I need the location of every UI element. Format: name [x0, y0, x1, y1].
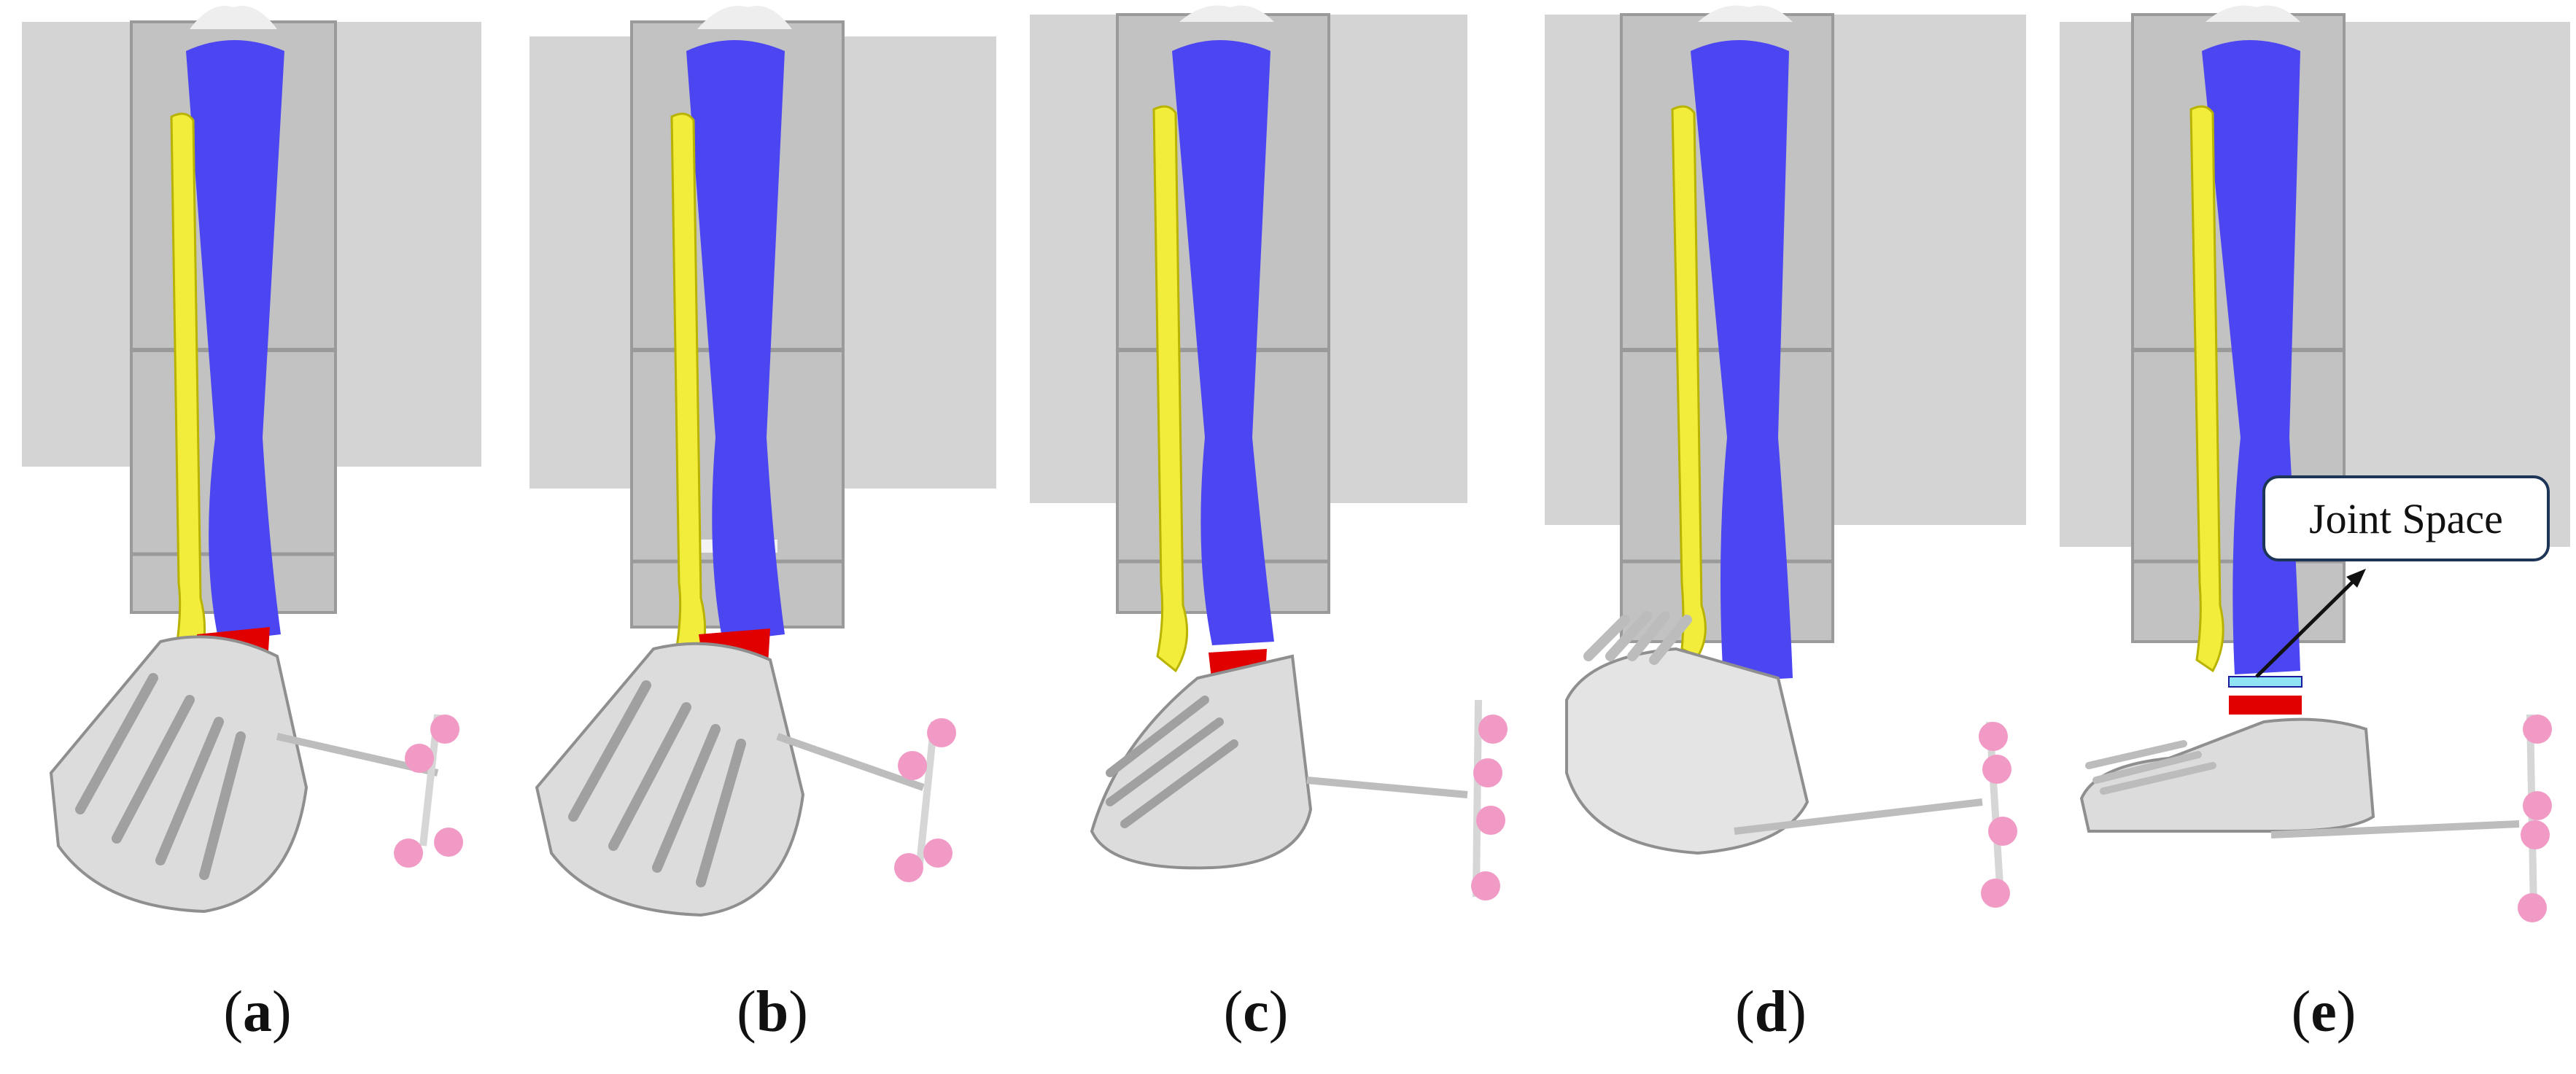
- caption-d: (d): [1735, 980, 1807, 1044]
- ankle-model-a: [22, 6, 481, 914]
- caption-b: (b): [737, 980, 808, 1044]
- caption-e: (e): [2291, 980, 2356, 1044]
- ankle-model-d: [1545, 5, 2026, 908]
- panel-a: (a): [0, 0, 515, 1074]
- caption-a: (a): [223, 980, 292, 1044]
- joint-space-callout: Joint Space: [2262, 475, 2550, 561]
- panel-c: (c): [1030, 0, 1545, 1074]
- ankle-model-c: [1030, 5, 1508, 900]
- caption-c: (c): [1223, 980, 1289, 1044]
- panel-b: (b): [515, 0, 1030, 1074]
- panel-e: (e): [2060, 0, 2575, 1074]
- panel-d: (d): [1545, 0, 2060, 1074]
- ankle-model-b: [529, 6, 996, 917]
- ankle-model-e: [2060, 5, 2570, 922]
